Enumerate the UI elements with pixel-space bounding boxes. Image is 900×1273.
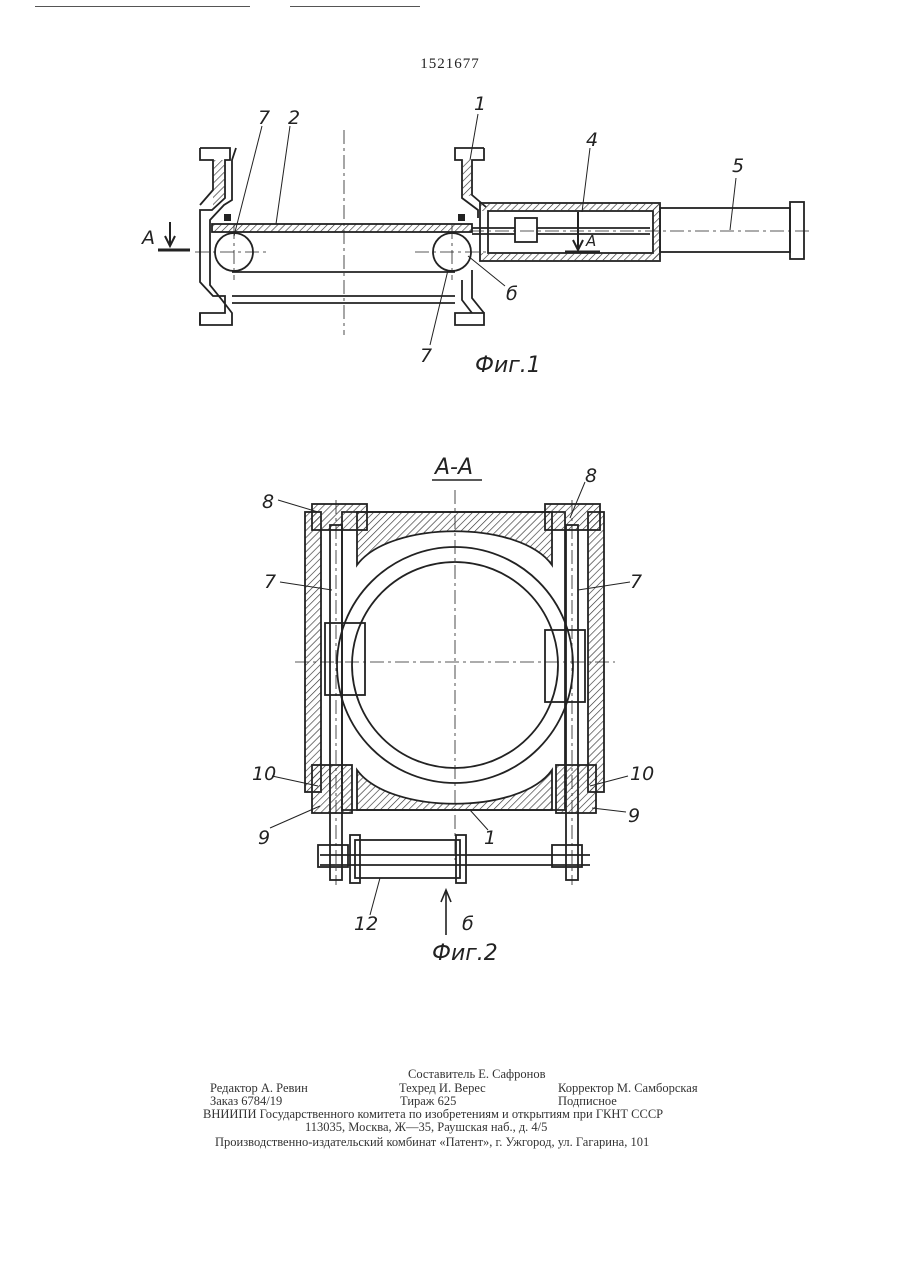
imprint-address: 113035, Москва, Ж—35, Раушская наб., д. … — [305, 1120, 548, 1134]
fig2-label-9-left: 9 — [258, 827, 270, 849]
fig1-label-5: 5 — [732, 155, 744, 177]
fig2-label-B: б — [462, 913, 474, 935]
fig1-label-1: 1 — [474, 93, 486, 115]
imprint-order: Заказ 6784/19 — [210, 1094, 283, 1108]
fig2-label-8-left: 8 — [262, 491, 274, 513]
fig2-left-wall — [304, 511, 322, 793]
imprint-circulation: Тираж 625 — [400, 1094, 457, 1108]
fig2-label-10-left: 10 — [252, 763, 276, 785]
top-rule-left — [35, 6, 250, 7]
fig2-section-title: A-A — [433, 455, 473, 480]
imprint-plant: Производственно-издательский комбинат «П… — [215, 1135, 650, 1149]
imprint-compiler: Составитель Е. Сафронов — [408, 1067, 546, 1081]
fig1-label-6: б — [506, 283, 518, 305]
imprint-editor: Редактор А. Ревин — [210, 1081, 308, 1095]
fig2-label-9-right: 9 — [628, 805, 640, 827]
fig1-label-2: 2 — [288, 107, 300, 129]
fig1-section-mark-right: A — [585, 232, 596, 250]
fig1-label-7-bottom: 7 — [420, 345, 432, 367]
fig2-cam-right — [544, 629, 586, 703]
fig2-label-8-right: 8 — [585, 465, 597, 487]
fig1-gate-plate — [211, 223, 473, 233]
figure-2-drawing: A-A — [252, 455, 654, 960]
top-rule-right — [290, 6, 420, 7]
fig2-actuator-12 — [354, 839, 461, 879]
fig2-bearing-left — [311, 764, 353, 814]
fig1-section-mark: A — [140, 227, 155, 249]
fig2-label-12: 12 — [354, 913, 378, 935]
imprint-institute: ВНИИПИ Государственного комитета по изоб… — [203, 1107, 664, 1121]
fig2-flange-left — [311, 503, 368, 531]
fig1-rod-handle — [789, 201, 805, 260]
fig2-label-7-right: 7 — [630, 571, 642, 593]
fig2-flange-right — [544, 503, 601, 531]
fig2-right-wall — [587, 511, 605, 793]
patent-number: 1521677 — [420, 56, 480, 72]
fig2-cam-left — [324, 622, 366, 696]
fig2-label-1: 1 — [484, 827, 496, 849]
figure-1-drawing: 7 2 1 4 5 б 7 A A Фиг.1 — [140, 93, 810, 378]
fig2-caption: Фиг.2 — [432, 941, 498, 960]
fig2-label-7-left: 7 — [264, 571, 276, 593]
fig1-caption: Фиг.1 — [475, 353, 541, 378]
imprint-techred: Техред И. Верес — [399, 1081, 486, 1095]
fig1-label-7-top: 7 — [258, 107, 270, 129]
fig1-rod — [659, 207, 791, 253]
fig2-bearing-right — [555, 764, 597, 814]
fig2-label-10-right: 10 — [630, 763, 654, 785]
fig1-label-4: 4 — [586, 129, 598, 151]
fig2-body — [341, 511, 566, 811]
imprint-subscription: Подписное — [558, 1094, 617, 1108]
imprint-corrector: Корректор М. Самборская — [558, 1081, 698, 1095]
